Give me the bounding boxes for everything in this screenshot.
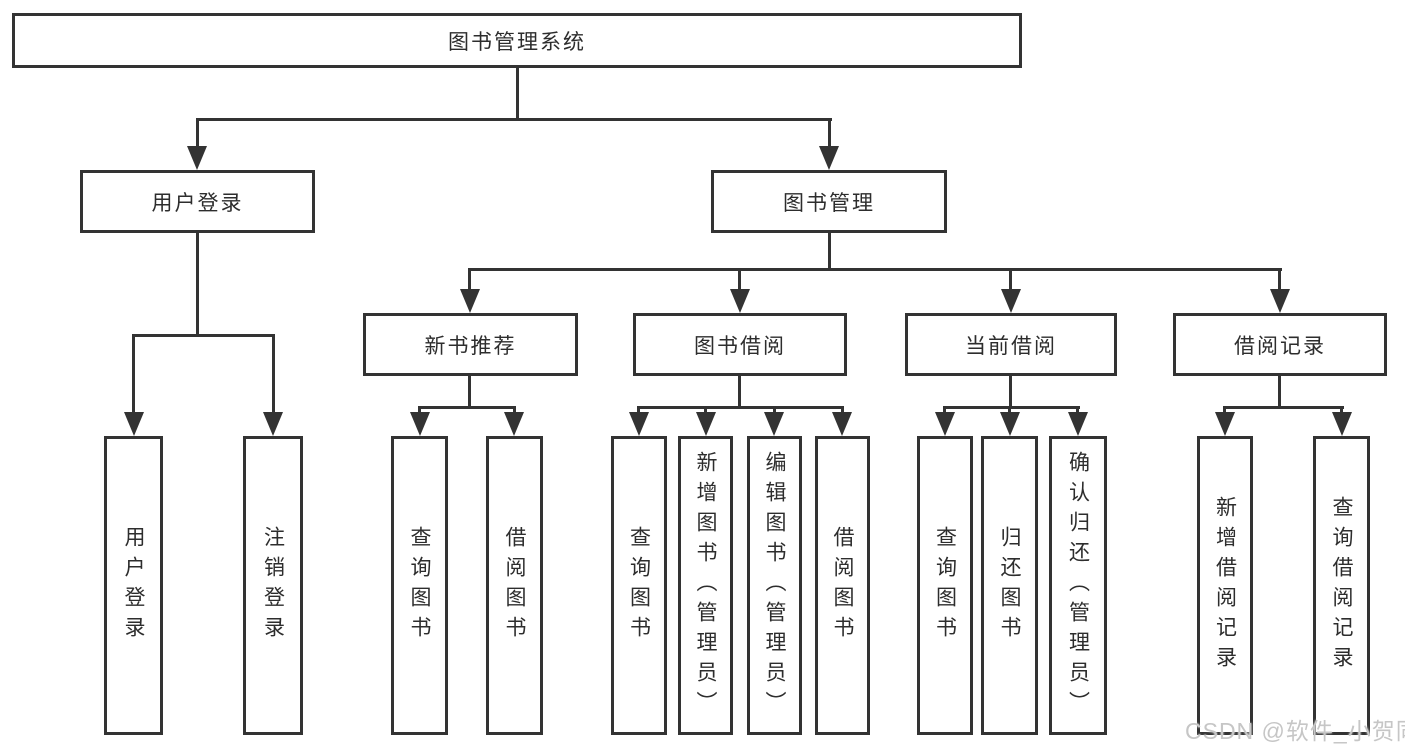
connector-line	[468, 268, 471, 292]
connector-line	[637, 406, 640, 416]
arrow-down-icon	[1068, 412, 1088, 436]
connector-line	[196, 118, 832, 121]
node-label: 图书管理	[783, 191, 875, 215]
connector-line	[132, 334, 275, 337]
leaf-add-borrow-record: 新增借阅记录	[1197, 436, 1253, 735]
node-label: 注销登录	[261, 525, 285, 646]
arrow-down-icon	[263, 412, 283, 436]
connector-line	[1340, 406, 1343, 416]
connector-line	[773, 406, 776, 416]
connector-line	[516, 68, 519, 121]
connector-line	[1008, 406, 1011, 416]
connector-line	[1076, 406, 1079, 416]
node-label: 当前借阅	[965, 334, 1057, 358]
connector-line	[418, 406, 516, 409]
connector-line	[828, 118, 831, 148]
arrow-down-icon	[460, 289, 480, 313]
connector-line	[841, 406, 844, 416]
node-label: 用户登录	[122, 525, 145, 646]
arrow-down-icon	[124, 412, 144, 436]
connector-line	[1278, 268, 1281, 292]
node-label: 新增图书（管理员）	[694, 450, 717, 721]
connector-line	[196, 118, 199, 148]
node-book-management: 图书管理	[711, 170, 947, 233]
arrow-down-icon	[187, 146, 207, 170]
arrow-down-icon	[1270, 289, 1290, 313]
arrow-down-icon	[764, 412, 784, 436]
leaf-query-books-recommend: 查询图书	[391, 436, 448, 735]
node-label: 查询图书	[627, 525, 651, 646]
connector-line	[704, 406, 707, 416]
connector-line	[828, 233, 831, 271]
node-label: 借阅图书	[831, 525, 854, 646]
node-label: 确认归还（管理员）	[1066, 450, 1090, 721]
connector-line	[272, 334, 275, 414]
arrow-down-icon	[1000, 412, 1020, 436]
connector-line	[637, 406, 844, 409]
arrow-down-icon	[935, 412, 955, 436]
leaf-edit-books-admin: 编辑图书（管理员）	[747, 436, 802, 735]
node-label: 借阅记录	[1234, 334, 1326, 358]
node-label: 新增借阅记录	[1213, 495, 1237, 676]
node-label: 借阅图书	[503, 525, 526, 646]
arrow-down-icon	[832, 412, 852, 436]
connector-line	[1009, 376, 1012, 409]
connector-line	[1223, 406, 1226, 416]
arrow-down-icon	[1332, 412, 1352, 436]
node-user-login: 用户登录	[80, 170, 315, 233]
connector-line	[943, 406, 1080, 409]
leaf-user-login: 用户登录	[104, 436, 163, 735]
node-label: 图书借阅	[694, 334, 786, 358]
connector-line	[468, 376, 471, 409]
node-label: 查询借阅记录	[1330, 495, 1353, 676]
leaf-query-books-borrowing: 查询图书	[611, 436, 667, 735]
connector-line	[418, 406, 421, 416]
node-new-book-recommendation: 新书推荐	[363, 313, 578, 376]
leaf-borrow-books-recommend: 借阅图书	[486, 436, 543, 735]
connector-line	[132, 334, 135, 414]
leaf-return-books: 归还图书	[981, 436, 1038, 735]
connector-line	[943, 406, 946, 416]
connector-line	[1278, 376, 1281, 409]
arrow-down-icon	[819, 146, 839, 170]
node-borrowing-records: 借阅记录	[1173, 313, 1387, 376]
leaf-borrow-books: 借阅图书	[815, 436, 870, 735]
connector-line	[513, 406, 516, 416]
node-label: 归还图书	[998, 525, 1021, 646]
leaf-logout: 注销登录	[243, 436, 303, 735]
leaf-query-borrow-record: 查询借阅记录	[1313, 436, 1370, 735]
node-book-borrowing: 图书借阅	[633, 313, 847, 376]
leaf-add-books-admin: 新增图书（管理员）	[678, 436, 733, 735]
node-library-management-system: 图书管理系统	[12, 13, 1022, 68]
node-label: 图书管理系统	[448, 30, 586, 54]
arrow-down-icon	[410, 412, 430, 436]
connector-line	[738, 268, 741, 292]
connector-line	[738, 376, 741, 409]
arrow-down-icon	[629, 412, 649, 436]
arrow-down-icon	[1001, 289, 1021, 313]
node-label: 用户登录	[151, 191, 244, 215]
csdn-watermark: CSDN @软件_小贺同学	[1185, 718, 1405, 744]
arrow-down-icon	[1215, 412, 1235, 436]
arrow-down-icon	[696, 412, 716, 436]
arrow-down-icon	[730, 289, 750, 313]
connector-line	[196, 233, 199, 337]
connector-line	[468, 268, 1282, 271]
node-label: 查询图书	[408, 525, 431, 646]
node-label: 编辑图书（管理员）	[763, 450, 786, 721]
arrow-down-icon	[504, 412, 524, 436]
leaf-query-books-current: 查询图书	[917, 436, 973, 735]
connector-line	[1009, 268, 1012, 292]
node-current-borrowing: 当前借阅	[905, 313, 1117, 376]
node-label: 新书推荐	[424, 334, 517, 358]
connector-line	[1223, 406, 1344, 409]
node-label: 查询图书	[933, 525, 957, 646]
leaf-confirm-return-admin: 确认归还（管理员）	[1049, 436, 1107, 735]
